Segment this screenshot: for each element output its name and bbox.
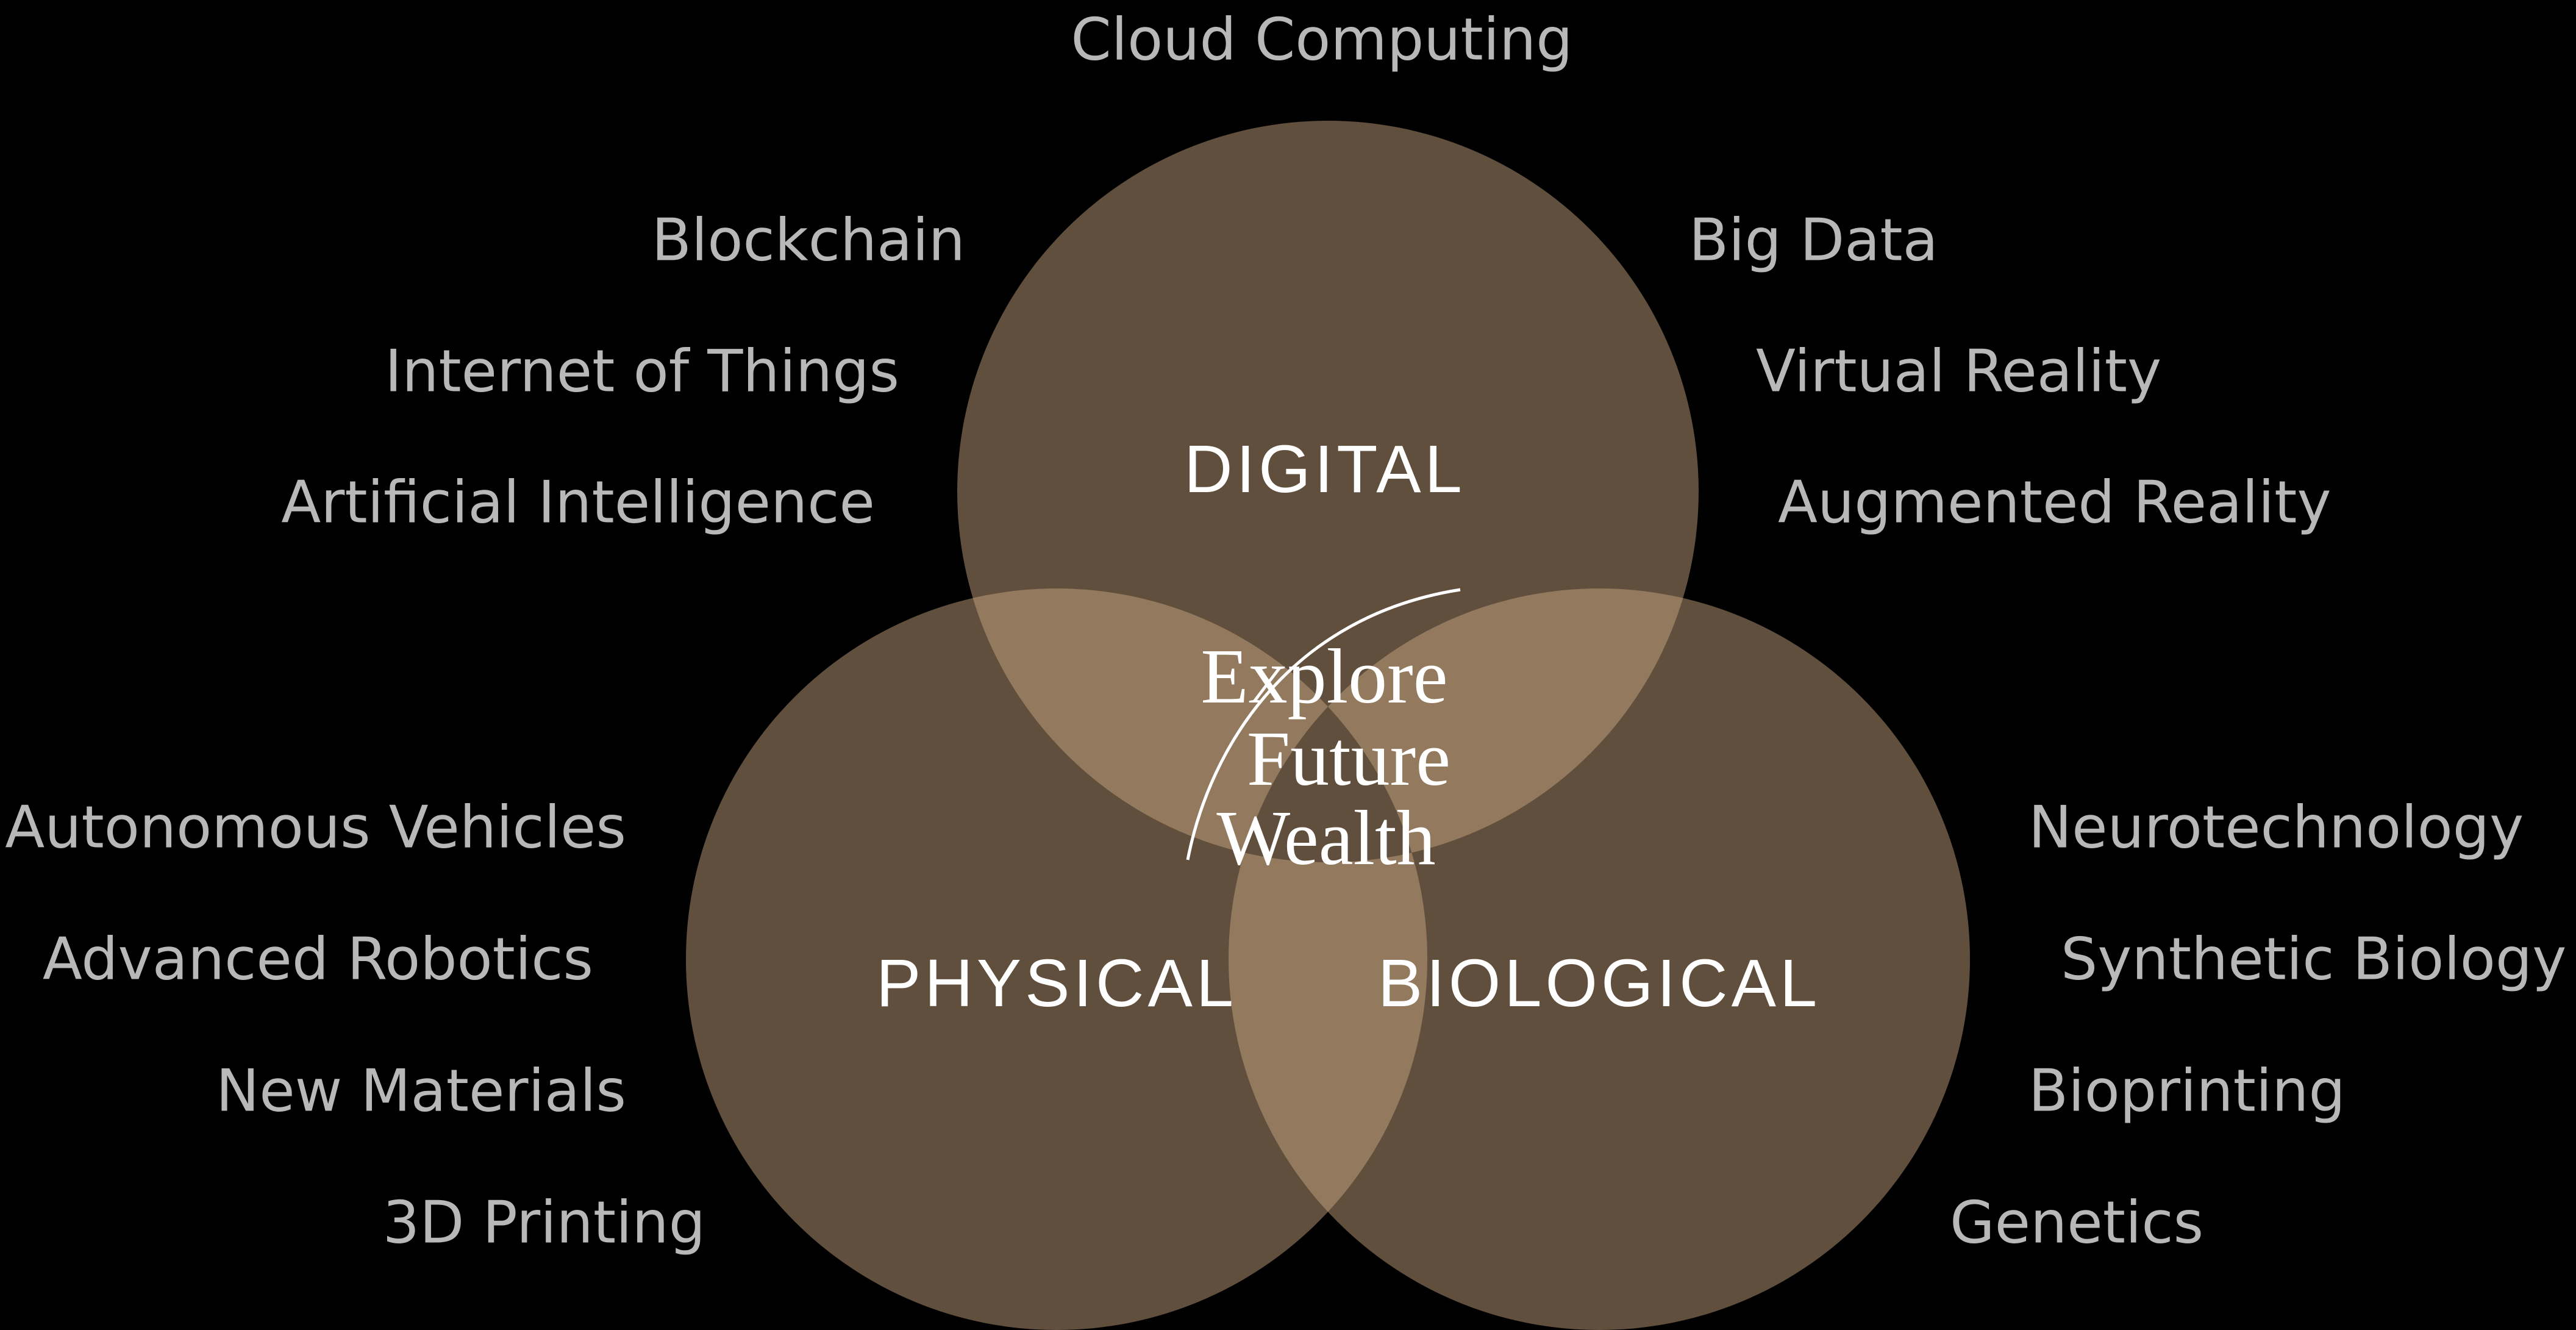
tech-big-data: Big Data — [1689, 207, 1938, 274]
tech-new-materials: New Materials — [216, 1057, 626, 1125]
digital-label: DIGITAL — [1184, 432, 1466, 507]
tech-autonomous-vehicles: Autonomous Vehicles — [5, 794, 626, 862]
tech-internet-of-things: Internet of Things — [385, 338, 899, 406]
tech-3d-printing: 3D Printing — [382, 1189, 705, 1257]
tech-blockchain: Blockchain — [651, 207, 965, 274]
tech-synthetic-biology: Synthetic Biology — [2061, 926, 2567, 993]
logo-word-3: Wealth — [1216, 795, 1435, 881]
tech-artificial-intelligence: Artificial Intelligence — [281, 469, 875, 537]
logo-word-1: Explore — [1201, 633, 1447, 720]
tech-genetics: Genetics — [1950, 1189, 2204, 1257]
digital-biological-overlap — [1229, 588, 1699, 862]
logo-word-2: Future — [1247, 715, 1450, 802]
digital-physical-overlap — [957, 588, 1427, 862]
tech-advanced-robotics: Advanced Robotics — [42, 926, 593, 993]
logo-swoosh — [1186, 588, 1461, 860]
tech-neurotechnology: Neurotechnology — [2028, 794, 2524, 862]
biological-label: BIOLOGICAL — [1377, 946, 1821, 1021]
tech-augmented-reality: Augmented Reality — [1778, 469, 2332, 537]
physical-label: PHYSICAL — [876, 946, 1238, 1021]
tech-cloud-computing: Cloud Computing — [1071, 6, 1573, 74]
tech-bioprinting: Bioprinting — [2028, 1057, 2346, 1125]
tech-virtual-reality: Virtual Reality — [1756, 338, 2162, 406]
